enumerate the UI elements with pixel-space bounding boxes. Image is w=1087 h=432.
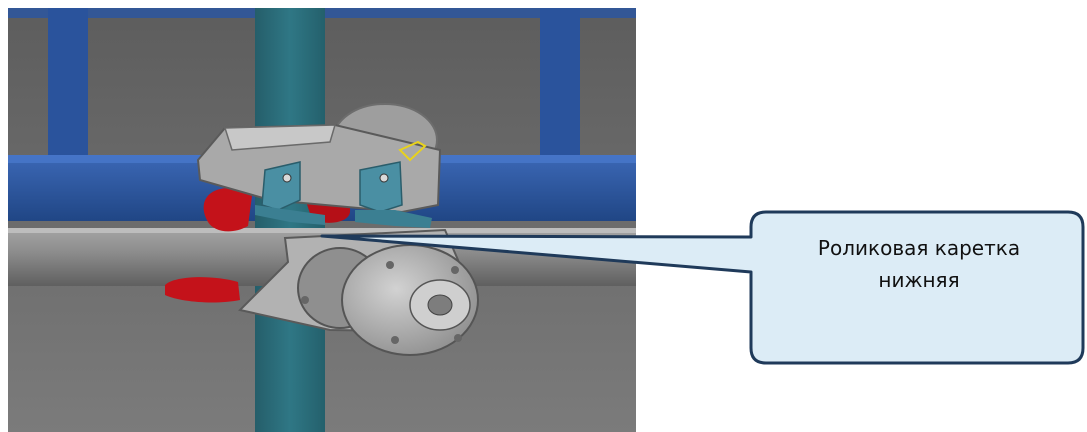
callout-line-2: нижняя <box>878 268 960 292</box>
roller-lower-left <box>165 277 240 303</box>
callout-label: Роликовая каретка нижняя <box>760 232 1078 296</box>
render-image <box>8 8 636 432</box>
bracket-foot-right <box>355 210 432 228</box>
wheel-axle <box>427 294 453 316</box>
callout-line-1: Роликовая каретка <box>817 236 1021 260</box>
rail-tube-highlight <box>8 228 636 233</box>
frame-post-left <box>48 8 88 158</box>
flange-bolt <box>454 334 462 342</box>
bolt-right <box>379 173 389 183</box>
flange-bolt <box>451 266 459 274</box>
bracket-foot-left <box>255 205 325 225</box>
carriage-top-face <box>223 124 337 151</box>
bracket-left <box>261 161 301 211</box>
flange-bolt <box>301 296 309 304</box>
flange-bolt <box>386 261 394 269</box>
bolt-left <box>282 173 292 183</box>
frame-post-right <box>540 8 580 158</box>
yellow-marker <box>398 140 427 162</box>
bracket-right <box>359 161 403 213</box>
callout-bubble <box>320 210 1085 365</box>
flange-bolt <box>391 336 399 344</box>
roller-upper-left <box>203 188 252 232</box>
